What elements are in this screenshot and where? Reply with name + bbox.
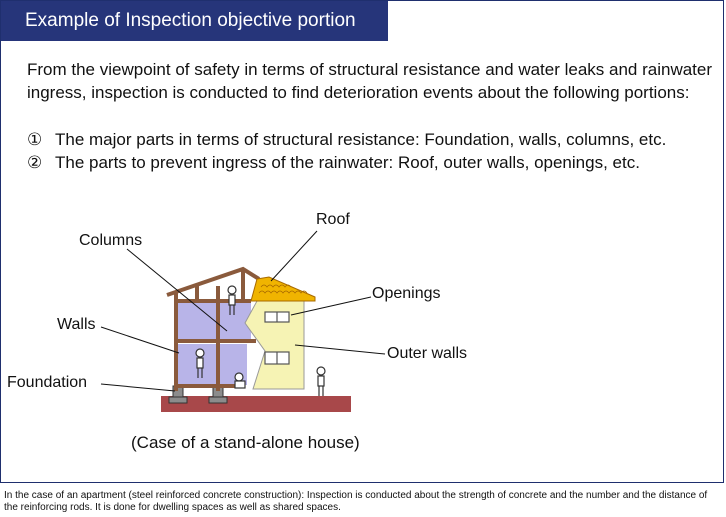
- footer-note: In the case of an apartment (steel reinf…: [4, 490, 708, 513]
- intro-text: From the viewpoint of safety in terms of…: [27, 60, 713, 102]
- house-diagram: [100, 230, 386, 412]
- roof-tile-pattern: [258, 284, 308, 294]
- walls-label: Walls: [57, 316, 96, 333]
- list-marker: ①: [27, 130, 43, 149]
- timber-frame: [174, 286, 256, 391]
- roof-label: Roof: [316, 211, 350, 228]
- inspector-figure-lower: [195, 348, 205, 378]
- roof-tiles: [250, 276, 316, 302]
- inspector-figure-outside: [316, 366, 326, 396]
- interior-wall-upper: [177, 299, 251, 339]
- list-marker: ②: [27, 153, 43, 172]
- outer-walls-label: Outer walls: [387, 345, 468, 362]
- window-lower: [264, 351, 290, 365]
- inspector-figure-upper: [227, 285, 237, 315]
- window-upper: [264, 311, 290, 323]
- leader-lines: [100, 230, 386, 392]
- list-item: ② The parts to prevent ingress of the ra…: [27, 151, 666, 174]
- columns-label: Columns: [79, 232, 143, 249]
- portion-list: ① The major parts in terms of structural…: [27, 128, 666, 174]
- section-title: Example of Inspection objective portion: [1, 1, 388, 41]
- list-item: ① The major parts in terms of structural…: [27, 128, 666, 151]
- list-item-text: The parts to prevent ingress of the rain…: [55, 153, 640, 172]
- inspector-figure-crouching: [234, 372, 246, 389]
- openings-label: Openings: [372, 285, 441, 302]
- diagram-caption: (Case of a stand-alone house): [131, 433, 360, 452]
- roof-truss: [166, 266, 261, 301]
- ground-slab: [161, 396, 351, 412]
- interior-wall-lower: [177, 344, 247, 385]
- foundation-label: Foundation: [7, 374, 88, 391]
- list-item-text: The major parts in terms of structural r…: [55, 130, 667, 149]
- content-frame: Example of Inspection objective portion …: [0, 0, 724, 483]
